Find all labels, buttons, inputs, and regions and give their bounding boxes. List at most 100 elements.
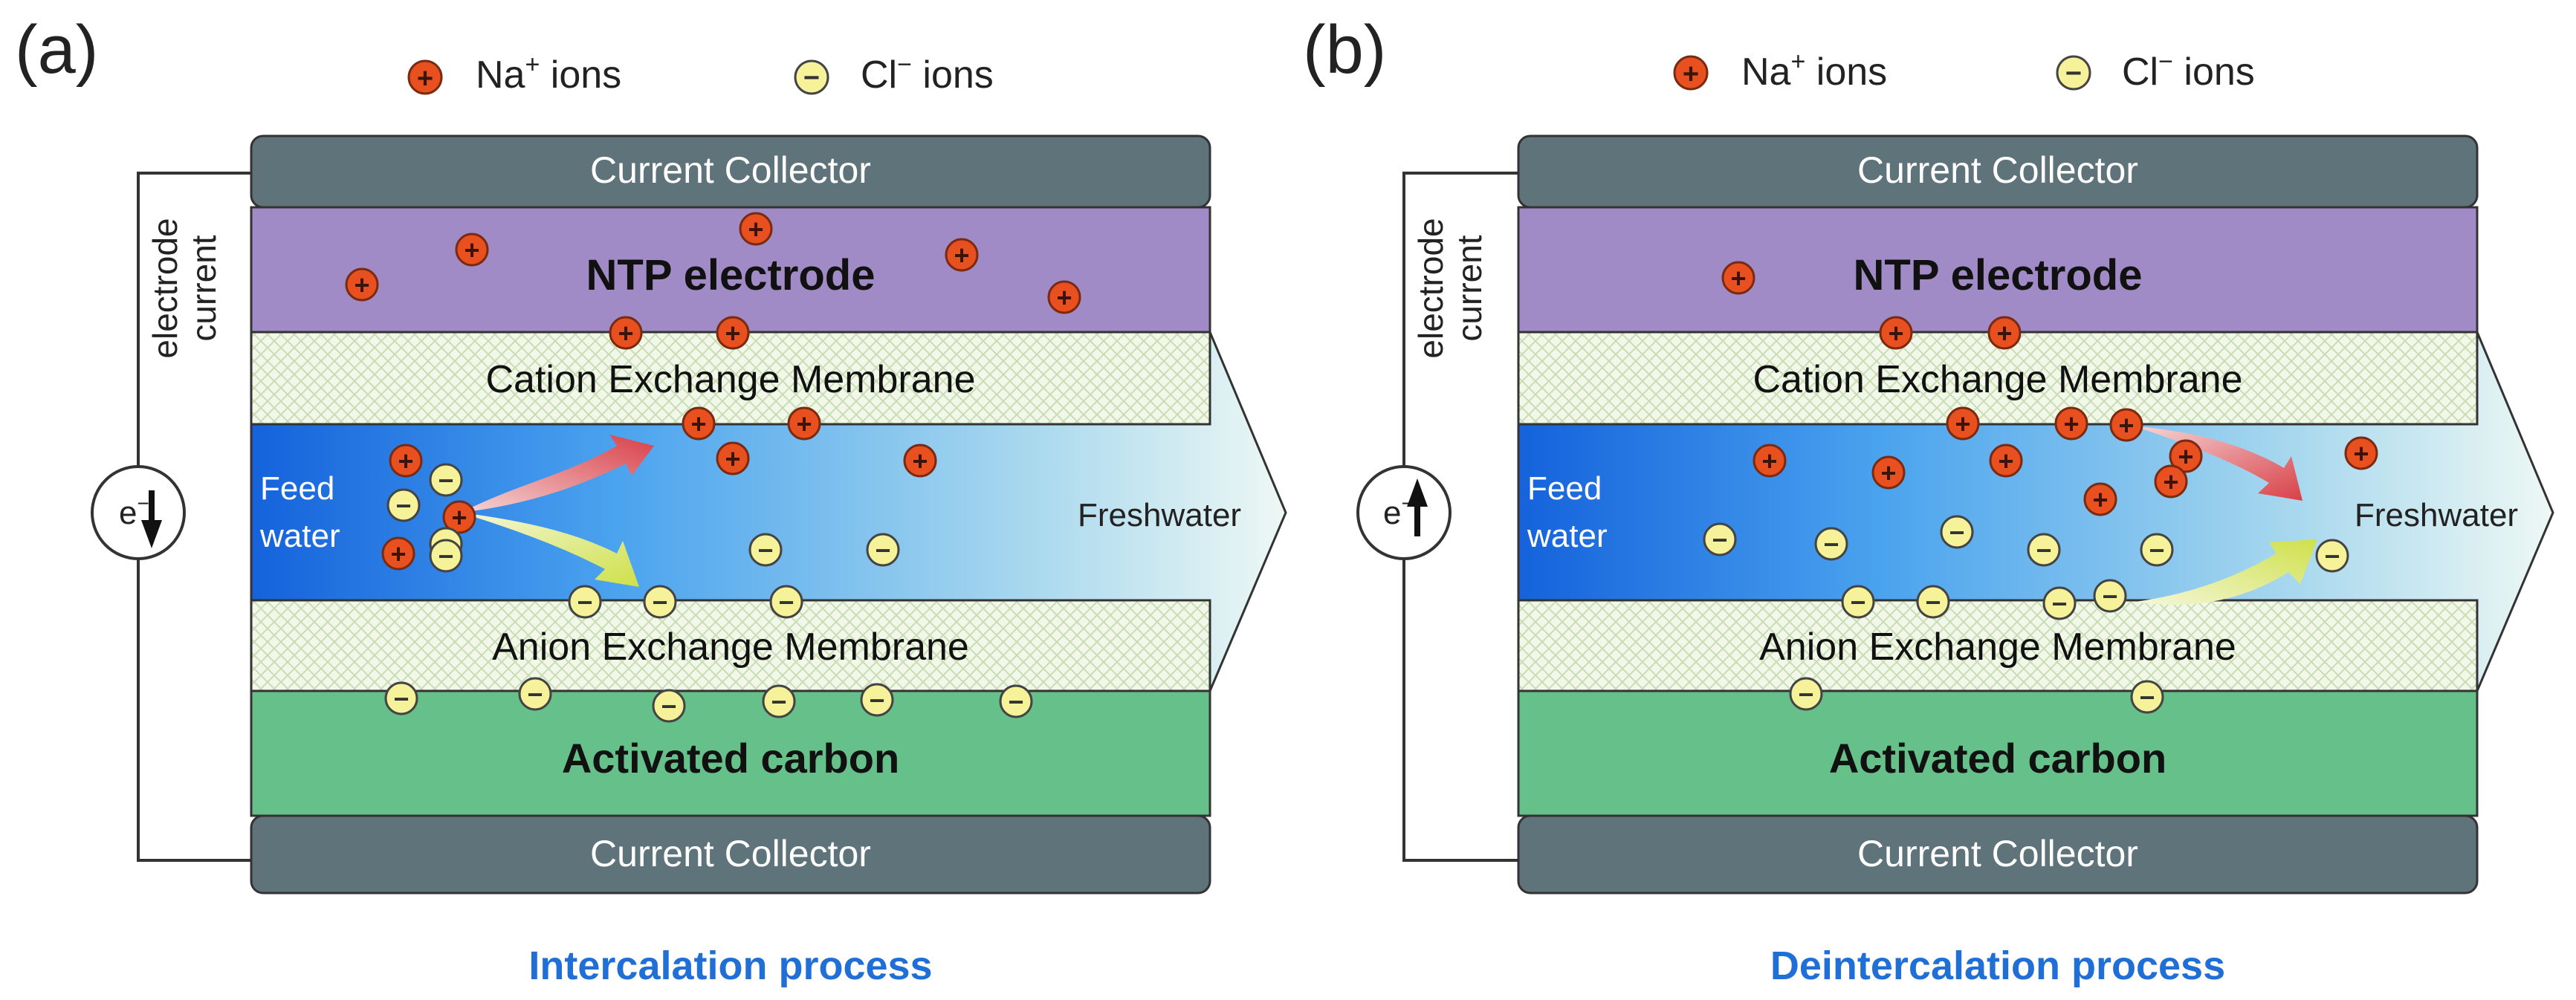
cl-ion-icon: − — [860, 683, 894, 717]
na-ion-icon: + — [1987, 316, 2022, 350]
na-ion-icon: + — [1753, 444, 1787, 478]
na-ion-icon: + — [787, 406, 821, 441]
cl-ion-icon: − — [1940, 515, 1974, 549]
svg-text:+: + — [796, 409, 812, 439]
na-ion-icon: + — [2109, 408, 2143, 442]
na-ion-icon: + — [1047, 280, 1081, 314]
cl-ion-icon: − — [1789, 677, 1823, 711]
cl-ion-icon: − — [2093, 579, 2127, 613]
panel-b: (b) + Na+ ions − Cl− ions e− electrode c… — [1288, 0, 2576, 1000]
bottom-current-collector — [250, 814, 1211, 895]
ntp-electrode-label: NTP electrode — [1854, 251, 2143, 299]
svg-text:−: − — [1712, 525, 1727, 555]
top-collector-label: Current Collector — [1857, 149, 2138, 191]
electron-source-icon — [1356, 465, 1452, 560]
na-ion-icon: + — [682, 406, 716, 441]
anion-exchange-membrane — [250, 599, 1211, 692]
svg-text:−: − — [778, 587, 794, 617]
cl-ion-icon: − — [518, 677, 552, 711]
svg-text:−: − — [869, 685, 884, 715]
activated-carbon-label: Activated carbon — [562, 735, 899, 782]
external-circuit: e− electrode current — [1356, 172, 1518, 862]
svg-text:+: + — [1996, 318, 2012, 348]
ntp-electrode — [250, 206, 1211, 334]
svg-text:+: + — [1955, 409, 1970, 439]
anion-membrane-label: Anion Exchange Membrane — [492, 626, 969, 669]
yellow-flow-arrow — [461, 513, 639, 587]
na-ion-icon: + — [739, 212, 773, 246]
electrode-current-label-2: current — [184, 235, 223, 341]
svg-text:−: − — [2065, 58, 2082, 89]
feed-label-2: water — [259, 518, 340, 554]
anion-exchange-membrane — [1517, 599, 2479, 692]
svg-text:+: + — [954, 240, 969, 270]
cl-ion-icon: − — [769, 585, 803, 619]
bottom-collector-label: Current Collector — [590, 833, 871, 874]
svg-text:+: + — [912, 446, 928, 476]
cl-ion-icon: − — [999, 684, 1033, 718]
panel-caption: Deintercalation process — [1770, 944, 2225, 988]
electrode-current-label-1: electrode — [1411, 218, 1450, 358]
na-ion-icon: + — [1673, 55, 1709, 91]
na-ion-icon: + — [2344, 436, 2378, 470]
na-ion-icon: + — [1989, 444, 2023, 478]
svg-text:−: − — [438, 541, 453, 571]
svg-text:+: + — [1998, 446, 2013, 476]
svg-text:−: − — [2324, 541, 2340, 571]
cl-ion-icon: − — [2042, 586, 2077, 620]
svg-text:+: + — [1761, 446, 1777, 476]
na-ion-icon: + — [2154, 464, 2188, 499]
ntp-electrode-label: NTP electrode — [586, 251, 876, 299]
na-ion-icon: + — [1946, 406, 1980, 441]
cell-stack: Current Collector NTP electrode Cation E… — [1517, 134, 2554, 895]
cl-ion-icon: − — [652, 689, 686, 723]
svg-text:+: + — [1683, 59, 1699, 90]
bottom-current-collector — [1517, 814, 2479, 895]
cl-ion-icon: − — [1916, 585, 1950, 619]
na-ion-icon: + — [442, 500, 476, 534]
svg-text:−: − — [393, 684, 409, 714]
svg-text:+: + — [618, 318, 633, 348]
svg-text:−: − — [875, 535, 890, 565]
na-ion-icon: + — [407, 59, 443, 95]
electron-label: e− — [119, 492, 149, 531]
svg-text:−: − — [1949, 517, 1964, 548]
na-ion-icon: + — [2083, 482, 2117, 516]
svg-text:+: + — [390, 539, 406, 569]
freshwater-label: Freshwater — [1078, 497, 1241, 533]
svg-text:+: + — [690, 409, 706, 439]
cl-ion-icon: − — [2130, 680, 2164, 714]
top-collector-label: Current Collector — [590, 149, 871, 191]
activated-carbon-label: Activated carbon — [1829, 735, 2166, 782]
na-ion-icon: + — [716, 441, 750, 475]
feed-label-1: Feed — [260, 470, 334, 507]
freshwater-label: Freshwater — [2355, 497, 2518, 533]
svg-text:−: − — [2139, 682, 2155, 712]
cl-ion-icon: − — [429, 463, 463, 497]
svg-text:+: + — [2118, 410, 2134, 441]
cl-ion-icon: − — [1841, 585, 1875, 619]
na-legend-label: Na+ ions — [476, 51, 621, 97]
red-flow-arrow — [461, 435, 654, 513]
anion-membrane-label: Anion Exchange Membrane — [1759, 626, 2236, 669]
cl-ion-icon: − — [2056, 55, 2091, 91]
svg-text:−: − — [771, 686, 786, 717]
red-flow-arrow — [2135, 426, 2302, 501]
panel-a-diagram: (a) + Na+ ions − Cl− ions e− electrode — [15, 12, 1287, 988]
na-legend-label: Na+ ions — [1741, 48, 1887, 94]
activated-carbon — [1517, 689, 2479, 817]
svg-text:+: + — [2353, 438, 2369, 469]
na-ion-icon: + — [455, 233, 489, 267]
svg-text:+: + — [2063, 409, 2079, 439]
electrode-current-label-1: electrode — [146, 218, 184, 358]
na-ion-icon: + — [2169, 439, 2203, 473]
svg-text:+: + — [725, 318, 740, 348]
cl-ion-icon: − — [748, 533, 783, 567]
cl-ion-icon: − — [429, 539, 463, 573]
na-ion-icon: + — [1871, 455, 1906, 490]
arrow-up-icon — [1407, 478, 1428, 536]
svg-text:−: − — [1798, 679, 1813, 710]
panel-b-diagram: (b) + Na+ ions − Cl− ions e− electrode c… — [1303, 12, 2554, 988]
svg-text:+: + — [2092, 484, 2108, 515]
cl-ion-icon: − — [762, 684, 796, 718]
